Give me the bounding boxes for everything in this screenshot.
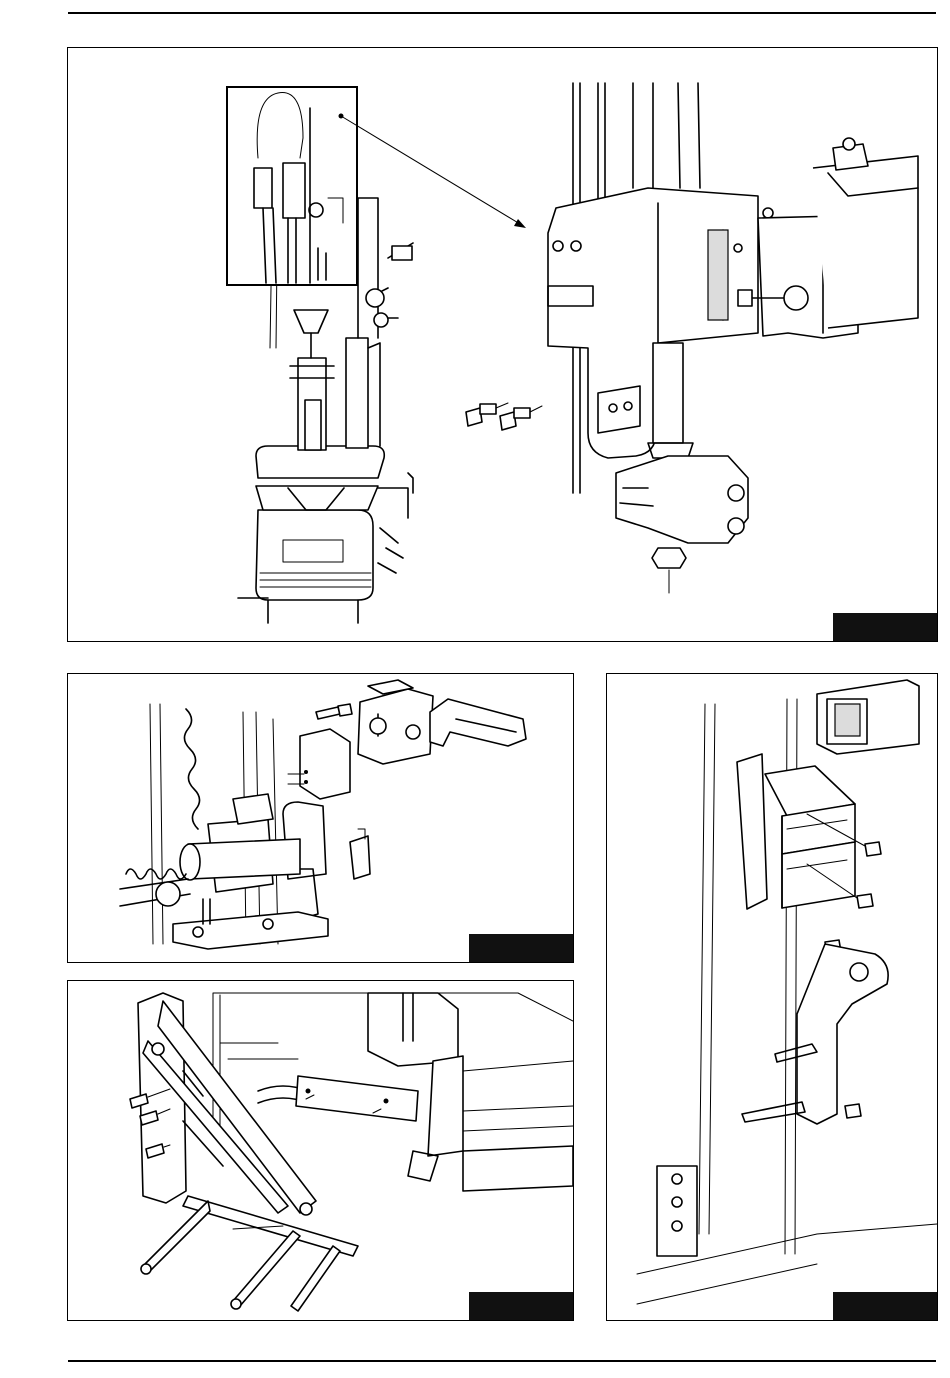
pedal-control-illustration bbox=[120, 680, 526, 949]
figure-tab-right bbox=[833, 1292, 937, 1320]
figure-tab-bottom-left bbox=[469, 1292, 573, 1320]
header-rule bbox=[68, 12, 936, 14]
figure-panel-top bbox=[67, 47, 938, 642]
figure-panel-middle-left bbox=[67, 673, 574, 963]
footer-rule bbox=[68, 1360, 936, 1362]
screw-pair bbox=[466, 403, 542, 430]
tool-holder-bracket-illustration bbox=[637, 680, 937, 1304]
figure-tab-middle-left bbox=[469, 934, 573, 962]
inset-zoom-box bbox=[227, 87, 357, 285]
figure-tab-top bbox=[833, 613, 937, 641]
bead-breaker-arm-illustration bbox=[130, 993, 573, 1311]
figure-panel-right bbox=[606, 673, 938, 1321]
zoom-pointer-arrow bbox=[341, 116, 526, 228]
column-bracket-detail-illustration bbox=[466, 83, 918, 593]
figure-panel-bottom-left bbox=[67, 980, 574, 1321]
